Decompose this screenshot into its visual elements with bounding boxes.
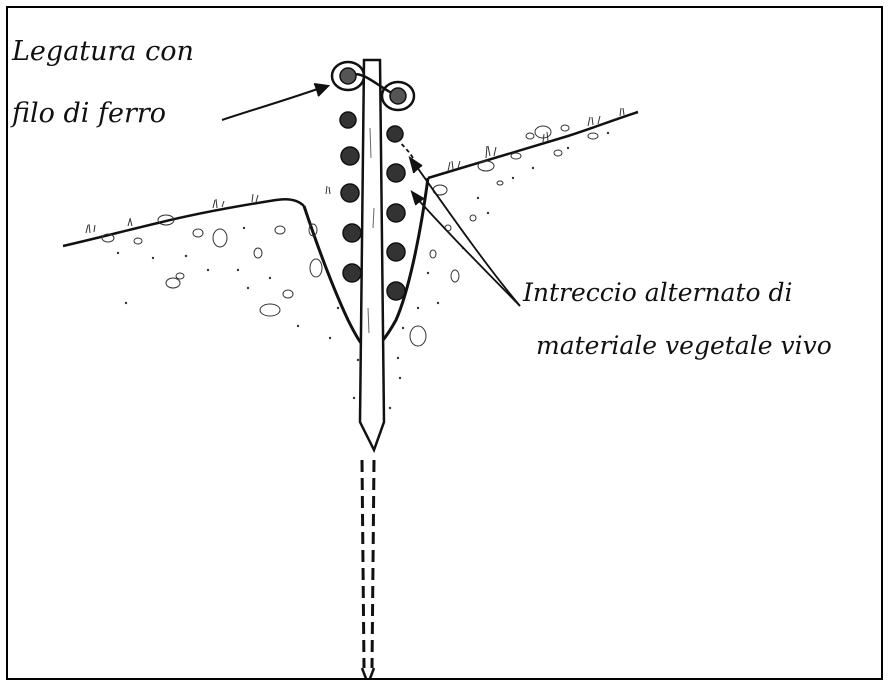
binding-arrow [222,84,328,120]
binding-label-line2: filo di ferro [12,100,166,127]
grass-tufts [86,108,624,233]
binding-label-line1: Legatura con [12,38,194,65]
wooden-stake [360,60,384,450]
ground-line-left [63,199,304,246]
weave-label-line1: Intreccio alternato di [523,280,793,305]
stake-extension-dashed [362,460,374,668]
weave-label-line2: materiale vegetale vivo [536,333,832,358]
weave-arrows [400,142,520,306]
diagram-frame: Legatura con filo di ferro Intreccio alt… [6,6,883,680]
stake-extension-tip [362,668,374,680]
live-rods-right [387,126,405,300]
live-rods-left [340,112,361,282]
